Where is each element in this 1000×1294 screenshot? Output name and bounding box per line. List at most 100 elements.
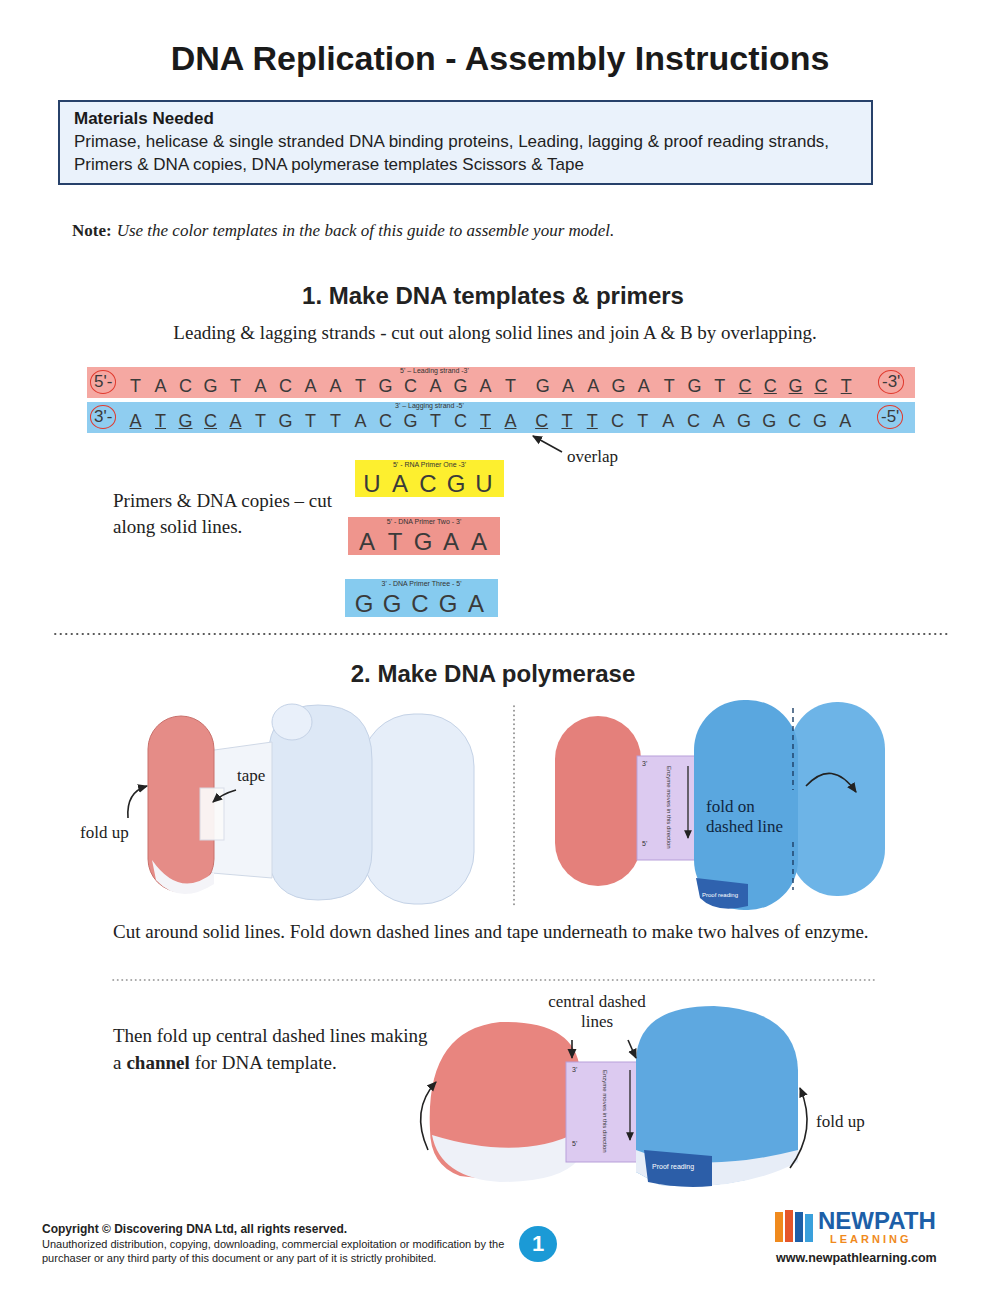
logo-tagline: LEARNING	[830, 1233, 911, 1246]
polymerase-photo-three	[421, 1006, 807, 1187]
base-letter: U	[470, 471, 498, 496]
polymerase-photo-three-part	[790, 1088, 807, 1168]
base-letter: T	[834, 376, 859, 397]
callout-label: tape	[237, 766, 265, 786]
overlap-leader-part	[533, 436, 562, 452]
strand-label: 5' – Leading strand -3'	[400, 367, 469, 375]
end-label: -3'	[878, 370, 904, 394]
callout-label: fold up	[80, 823, 129, 843]
polymerase-photo-one-part	[362, 714, 474, 904]
base-letter: C	[198, 411, 223, 432]
base-letter: T	[348, 376, 373, 397]
base-letter: G	[530, 376, 555, 397]
base-sequence: GAAGATGTCCGCT	[530, 376, 859, 397]
base-sequence: CTTCTACAGGCGA	[529, 411, 858, 432]
polymerase-photo-three-part	[566, 1062, 642, 1162]
box-body: Primase, helicase & single stranded DNA …	[74, 130, 857, 176]
base-letter: C	[373, 411, 398, 432]
base-letter: A	[706, 411, 731, 432]
base-letter: C	[808, 376, 833, 397]
base-letter: U	[358, 471, 386, 496]
base-letter: C	[398, 376, 423, 397]
base-letter: C	[414, 471, 442, 496]
polymerase-photo-two-part	[696, 878, 748, 909]
base-letter: C	[529, 411, 554, 432]
base-letter: G	[783, 376, 808, 397]
base-letter: A	[555, 376, 580, 397]
polymerase-photo-one-part	[152, 860, 214, 894]
text-line: Note:Use the color templates in the back…	[72, 220, 972, 242]
base-letter: A	[631, 376, 656, 397]
polymerase-photo-three-part	[421, 1082, 436, 1150]
emphasis-word: channel	[126, 1052, 189, 1073]
rna-primer-card: 5' - RNA Primer One -3'UACGU	[355, 460, 504, 497]
base-letter: T	[423, 411, 448, 432]
base-letter: T	[298, 411, 323, 432]
base-letter: G	[807, 411, 832, 432]
polymerase-photo-two-part	[637, 756, 699, 860]
lagging-strand-a: 3'-3' – Lagging strand -5'ATGCATGTTACGTC…	[87, 402, 527, 433]
polymerase-photo-two-part	[687, 766, 688, 838]
base-letter: T	[580, 411, 605, 432]
box-heading: Materials Needed	[74, 107, 857, 130]
strand-label: 3' – Lagging strand -5'	[395, 402, 464, 410]
divider-lines-part	[55, 633, 950, 635]
base-letter: T	[656, 376, 681, 397]
polymerase-photo-one-part	[268, 705, 372, 900]
base-letter: G	[757, 411, 782, 432]
base-letter: C	[732, 376, 757, 397]
dna-primer-card: 3' - DNA Primer Three - 5'GGCGA	[345, 579, 498, 617]
base-letter: G	[442, 471, 470, 496]
base-letter: G	[350, 591, 378, 616]
base-letter: A	[423, 376, 448, 397]
overlap-leader	[533, 436, 562, 452]
note-lead: Note:	[72, 221, 112, 240]
base-letter: T	[473, 411, 498, 432]
base-letter: G	[373, 376, 398, 397]
publisher-logo-icon-part	[795, 1212, 803, 1242]
base-letter: C	[406, 591, 434, 616]
polymerase-photo-one-part	[128, 786, 147, 818]
proof-reading-tag: Proof reading	[652, 1163, 694, 1171]
base-letter: A	[655, 411, 680, 432]
leading-strand-b: GAAGATGTCCGCT-3'	[528, 367, 915, 398]
polymerase-photo-three-part	[432, 1132, 578, 1182]
base-sequence: ATGCATGTTACGTCTA	[123, 411, 523, 432]
base-letter: A	[833, 411, 858, 432]
base-letter: C	[681, 411, 706, 432]
divider-lines-part	[513, 706, 515, 905]
polymerase-photo-three-part	[644, 1150, 712, 1187]
primer-label: 5' - DNA Primer Two - 3'	[348, 518, 500, 526]
base-letter: T	[498, 376, 523, 397]
publisher-logo-icon	[775, 1210, 813, 1242]
base-letter: G	[198, 376, 223, 397]
base-letter: A	[248, 376, 273, 397]
base-letter: G	[173, 411, 198, 432]
base-letter: A	[348, 411, 373, 432]
strip-direction-text: Enzyme moves in this direction	[665, 766, 672, 849]
base-letter: T	[554, 411, 579, 432]
polymerase-photo-three-part	[628, 1040, 636, 1058]
base-letter: T	[707, 376, 732, 397]
polymerase-photo-two-part	[790, 702, 885, 896]
polymerase-photo-two	[555, 700, 885, 910]
polymerase-photo-one-part	[213, 790, 236, 802]
base-letter: C	[758, 376, 783, 397]
polymerase-photo-two-part	[792, 708, 793, 790]
polymerase-photo-one-part	[272, 704, 312, 740]
base-letter: C	[782, 411, 807, 432]
base-letter: G	[731, 411, 756, 432]
base-letter: T	[123, 376, 148, 397]
base-letter: A	[386, 471, 414, 496]
callout-label: fold on dashed line	[706, 797, 806, 837]
strip-end-label: 5'	[572, 1140, 577, 1148]
base-letter: A	[223, 411, 248, 432]
base-letter: A	[123, 411, 148, 432]
base-letter: T	[381, 529, 409, 554]
dna-primer-card: 5' - DNA Primer Two - 3'ATGAA	[348, 517, 500, 555]
base-letter: A	[581, 376, 606, 397]
base-letter: T	[223, 376, 248, 397]
instruction-text: Leading & lagging strands - cut out alon…	[60, 320, 930, 346]
base-letter: T	[148, 411, 173, 432]
